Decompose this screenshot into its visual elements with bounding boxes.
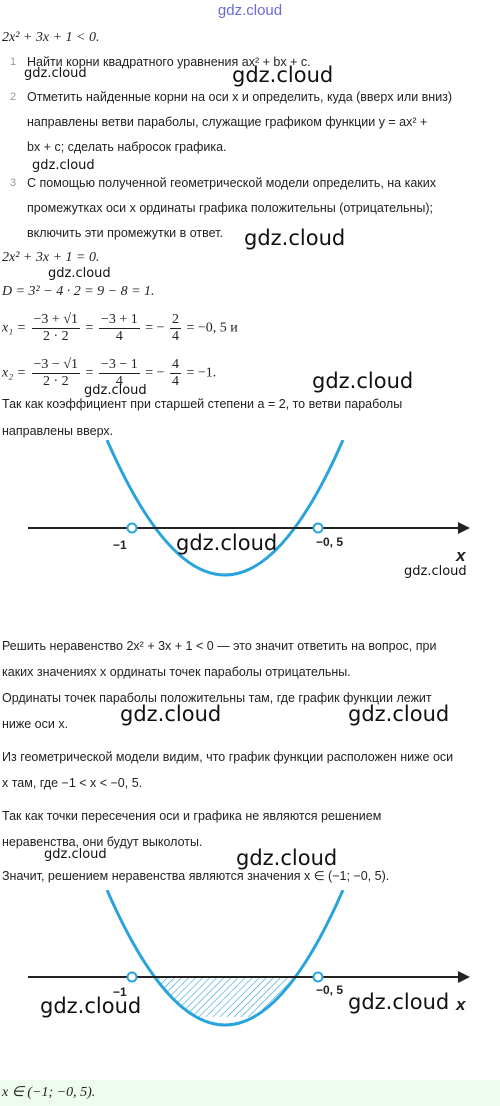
watermark: gdz.cloud: [24, 66, 87, 81]
axis-label: x: [455, 995, 467, 1014]
step-1-text: Найти корни квадратного уравнения ax² + …: [27, 55, 311, 69]
watermark: gdz.cloud: [40, 994, 142, 1018]
parabola-graph-1: −1 −0, 5 x: [28, 440, 470, 577]
root-label-left: −1: [113, 985, 127, 999]
watermark: gdz.cloud: [120, 702, 222, 726]
step-3-number: 3: [10, 177, 17, 189]
step-3-line-1: С помощью полученной геометрической моде…: [27, 176, 437, 190]
watermark: gdz.cloud: [84, 383, 147, 398]
parabola-graph-2: −1 −0, 5 x: [28, 890, 470, 1027]
watermark: gdz.cloud: [348, 702, 450, 726]
equation: 2x² + 3x + 1 = 0.: [2, 250, 100, 265]
header-watermark[interactable]: gdz.cloud: [217, 2, 283, 19]
coefficient-line-2: направлены вверх.: [2, 424, 114, 438]
parabola-curve: [105, 890, 345, 1027]
watermark: gdz.cloud: [244, 226, 346, 250]
explanation-p3-line-2: x там, где −1 < x < −0, 5.: [2, 776, 143, 790]
root-label-right: −0, 5: [316, 535, 343, 549]
step-2-line-1: Отметить найденные корни на оси x и опре…: [27, 90, 453, 104]
explanation-p4-line-2: неравенства, они будут выколоты.: [2, 835, 203, 849]
step-2-number: 2: [10, 91, 17, 103]
step-3-line-3: включить эти промежутки в ответ.: [27, 226, 223, 240]
step-2-line-3: bx + c; сделать набросок графика.: [27, 140, 227, 154]
root-point-left: [126, 522, 138, 534]
answer-bar: [0, 1080, 500, 1106]
explanation-p1-line-1: Решить неравенство 2x² + 3x + 1 < 0 — эт…: [2, 639, 437, 653]
step-2-line-2: направлены ветви параболы, служащие граф…: [27, 115, 428, 129]
watermark: gdz.cloud: [176, 531, 278, 555]
x-axis-arrow: [458, 971, 470, 983]
parabola-curve: [105, 440, 345, 577]
watermark: gdz.cloud: [44, 847, 107, 862]
solution-hatch: [154, 977, 296, 1017]
explanation-p5: Значит, решением неравенства являются зн…: [2, 869, 390, 883]
discriminant: D = 3² − 4 · 2 = 9 − 8 = 1.: [2, 284, 155, 299]
explanation-p1-line-2: каких значениях x ординаты точек парабол…: [2, 665, 351, 679]
root-point-right: [312, 522, 324, 534]
punctured-point-right: [312, 971, 324, 983]
watermark: gdz.cloud: [48, 266, 111, 281]
punctured-point-left: [126, 971, 138, 983]
x-axis-arrow: [458, 522, 470, 534]
axis-label: x: [455, 546, 467, 565]
explanation-p4-line-1: Так как точки пересечения оси и графика …: [2, 809, 382, 823]
watermark: gdz.cloud: [348, 990, 450, 1014]
coefficient-line-1: Так как коэффициент при старшей степени …: [2, 397, 403, 411]
watermark: gdz.cloud: [404, 564, 467, 579]
task-inequality: 2x² + 3x + 1 < 0.: [2, 30, 100, 45]
step-1-number: 1: [10, 56, 17, 68]
root-label-right: −0, 5: [316, 983, 343, 997]
explanation-p3-line-1: Из геометрической модели видим, что граф…: [2, 750, 454, 764]
watermark: gdz.cloud: [312, 369, 414, 393]
watermark: gdz.cloud: [232, 63, 334, 87]
explanation-p2-line-2: ниже оси x.: [2, 717, 69, 731]
root-label-left: −1: [113, 538, 127, 552]
step-3-line-2: промежутках оси x ординаты графика полож…: [27, 201, 434, 215]
watermark: gdz.cloud: [32, 158, 95, 173]
answer: x ∈ (−1; −0, 5).: [2, 1085, 96, 1100]
explanation-p2-line-1: Ординаты точек параболы положительны там…: [2, 691, 432, 705]
watermark: gdz.cloud: [236, 846, 338, 870]
